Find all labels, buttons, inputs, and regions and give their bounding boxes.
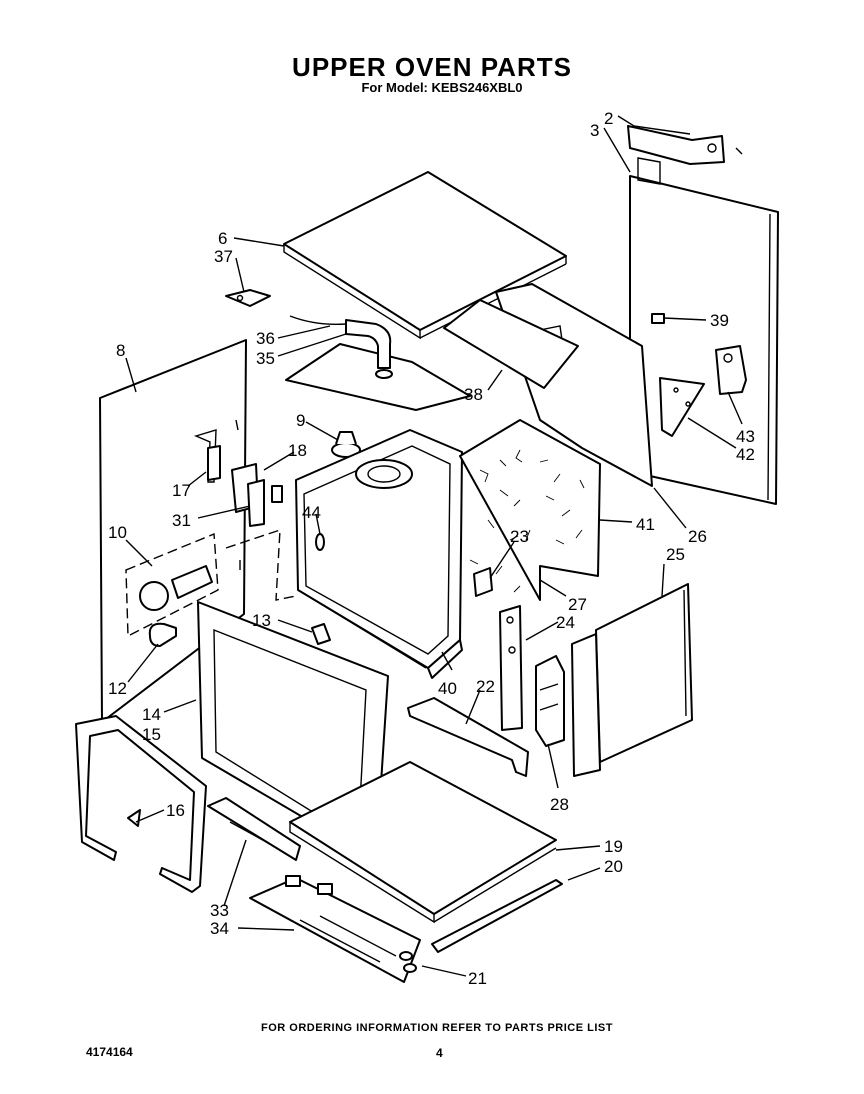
part-28-hinge [535, 655, 565, 747]
part-16-knob [127, 809, 141, 827]
callout-42: 42 [736, 445, 755, 464]
callout-28: 28 [550, 795, 569, 814]
callout-44: 44 [302, 503, 321, 522]
callout-27: 27 [568, 595, 587, 614]
callout-43: 43 [736, 427, 755, 446]
callout-13: 13 [252, 611, 271, 630]
part-24-bracket [499, 605, 523, 731]
model-subtitle: For Model: KEBS246XBL0 [361, 80, 523, 95]
part-22-brace [407, 697, 529, 777]
callout-40: 40 [438, 679, 457, 698]
callout-38: 38 [464, 385, 483, 404]
callout-labels: 2 3 6 37 39 36 35 8 38 9 18 43 42 17 31 … [108, 109, 755, 988]
part-10-light-socket [125, 532, 219, 638]
part-6-top-panel [283, 171, 567, 340]
callout-26: 26 [688, 527, 707, 546]
part-31-holder [247, 479, 265, 527]
ordering-note: FOR ORDERING INFORMATION REFER TO PARTS … [261, 1022, 613, 1034]
callout-33: 33 [210, 901, 229, 920]
page-title: UPPER OVEN PARTS [292, 52, 572, 82]
callout-17: 17 [172, 481, 191, 500]
callout-3: 3 [590, 121, 599, 140]
callout-15: 15 [142, 725, 161, 744]
part-12-bulb [148, 622, 177, 647]
callout-6: 6 [218, 229, 227, 248]
document-number: 4174164 [86, 1045, 133, 1059]
part-21-end-cap [399, 951, 417, 973]
part-13-clip [311, 623, 331, 645]
callout-41: 41 [636, 515, 655, 534]
callout-12: 12 [108, 679, 127, 698]
leader-lines [125, 115, 743, 977]
callout-19: 19 [604, 837, 623, 856]
callout-16: 16 [166, 801, 185, 820]
callout-35: 35 [256, 349, 275, 368]
part-41-insulation [459, 419, 601, 601]
callout-24: 24 [556, 613, 575, 632]
part-2-bracket [627, 125, 743, 165]
part-17-bracket [207, 445, 221, 481]
callout-10: 10 [108, 523, 127, 542]
part-37-clip [225, 289, 271, 307]
callout-39: 39 [710, 311, 729, 330]
callout-21: 21 [468, 969, 487, 988]
callout-34: 34 [210, 919, 229, 938]
callout-18: 18 [288, 441, 307, 460]
part-3-back-panel [629, 157, 779, 505]
callout-31: 31 [172, 511, 191, 530]
callout-36: 36 [256, 329, 275, 348]
callout-25: 25 [666, 545, 685, 564]
part-39-fastener [651, 313, 665, 324]
callout-37: 37 [214, 247, 233, 266]
callout-20: 20 [604, 857, 623, 876]
part-20-rail [431, 879, 563, 953]
part-19-bottom-panel [289, 761, 557, 924]
callout-14: 14 [142, 705, 161, 724]
light-wiring-dashed [225, 529, 297, 601]
callout-23: 23 [510, 527, 529, 546]
callout-8: 8 [116, 341, 125, 360]
callout-2: 2 [604, 109, 613, 128]
part-35-36-sensor-tube [289, 315, 393, 379]
page-number: 4 [436, 1046, 443, 1060]
part-34-burner-assembly [249, 875, 421, 983]
part-25-side-panel [571, 583, 693, 777]
callout-9: 9 [296, 411, 305, 430]
part-15-gasket [75, 715, 207, 893]
part-33-trim [207, 797, 301, 861]
part-42-bracket [659, 377, 705, 437]
part-23-bracket [473, 567, 493, 597]
part-43-terminal-block [715, 345, 747, 395]
part-40-ledge [427, 639, 463, 679]
callout-22: 22 [476, 677, 495, 696]
